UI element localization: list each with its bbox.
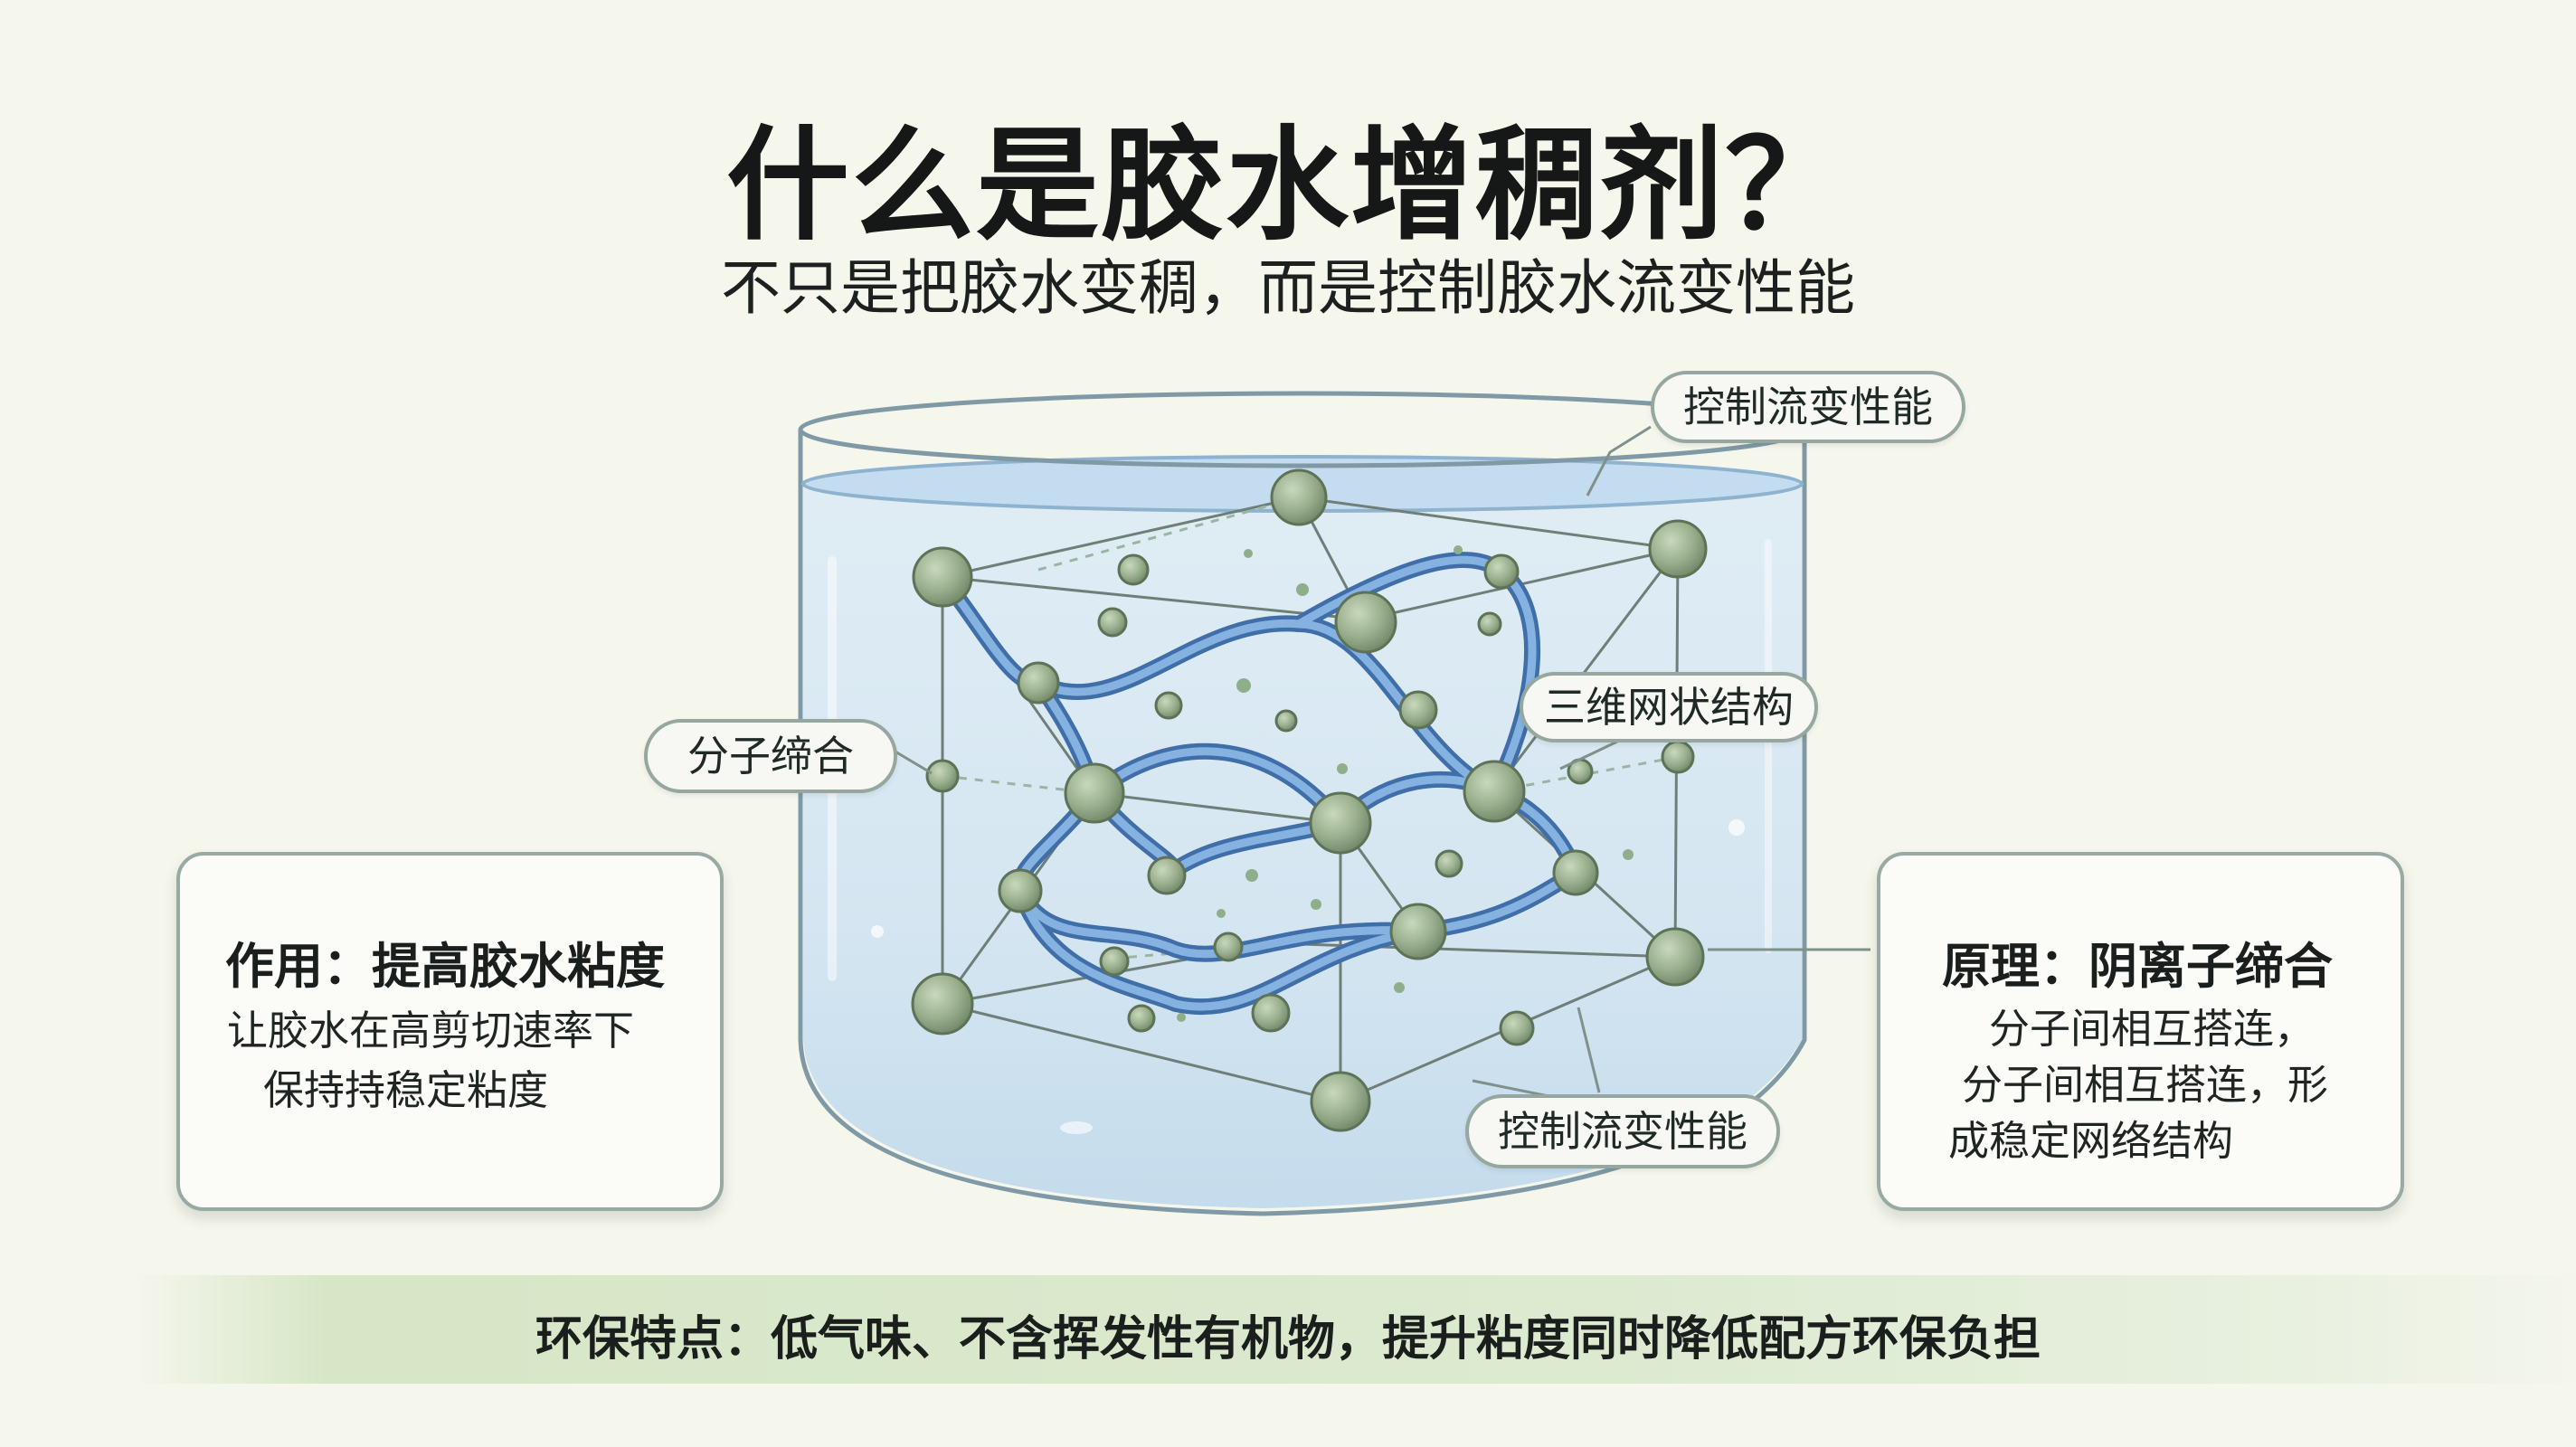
node (1213, 932, 1244, 962)
page-title: 什么是胶水增稠剂？ (726, 115, 1850, 258)
function-card-line1: 让胶水在高剪切速率下 (227, 1007, 635, 1055)
principle-card-line3: 成稳定网络结构 (1948, 1117, 2234, 1165)
node (1097, 607, 1128, 638)
node (1435, 849, 1463, 878)
node (925, 759, 960, 793)
function-card-line2: 保持持稳定粘度 (263, 1066, 549, 1114)
node (1154, 691, 1183, 720)
principle-card: 原理：阴离子缔合 分子间相互搭连， 分子间相互搭连，形 成稳定网络结构 (1877, 852, 2404, 1211)
node (911, 972, 974, 1036)
node (1389, 903, 1447, 960)
footer-banner (136, 1275, 2576, 1384)
node (1499, 1010, 1535, 1046)
label-rheology-bottom: 控制流变性能 (1465, 1094, 1780, 1168)
node (1398, 690, 1438, 730)
label-network-structure: 三维网状结构 (1520, 672, 1818, 742)
node (1147, 856, 1187, 895)
node (998, 868, 1043, 913)
label-rheology-top: 控制流变性能 (1651, 371, 1965, 443)
node (1477, 611, 1502, 637)
node (1552, 849, 1599, 896)
node (1274, 709, 1298, 733)
node (1310, 1071, 1371, 1132)
node (1064, 762, 1125, 824)
molecule-nodes (911, 468, 1708, 1132)
label-molecular-association: 分子缔合 (644, 719, 897, 793)
node (1099, 946, 1130, 977)
node (1645, 927, 1705, 987)
beaker (798, 391, 1807, 1216)
principle-card-line1: 分子间相互搭连， (1989, 1005, 2316, 1053)
principle-card-title: 原理：阴离子缔合 (1942, 938, 2333, 995)
node (1661, 740, 1695, 774)
footer-eco-feature: 环保特点：低气味、不含挥发性有机物，提升粘度同时降低配方环保负担 (535, 1312, 2041, 1367)
node (912, 546, 973, 608)
function-card-title: 作用：提高胶水粘度 (225, 938, 665, 995)
node (1334, 591, 1397, 654)
page-subtitle: 不只是把胶水变稠，而是控制胶水流变性能 (721, 253, 1855, 323)
node (1483, 553, 1520, 590)
water-body (803, 484, 1802, 1208)
node (1117, 553, 1150, 586)
node (1270, 468, 1328, 526)
node (1463, 760, 1526, 823)
principle-card-line2: 分子间相互搭连，形 (1962, 1061, 2329, 1109)
node (1648, 519, 1708, 579)
node (1251, 993, 1291, 1033)
function-card: 作用：提高胶水粘度 让胶水在高剪切速率下 保持持稳定粘度 (176, 852, 724, 1211)
node (1127, 1004, 1156, 1033)
node (1017, 661, 1060, 705)
node (1309, 791, 1372, 855)
